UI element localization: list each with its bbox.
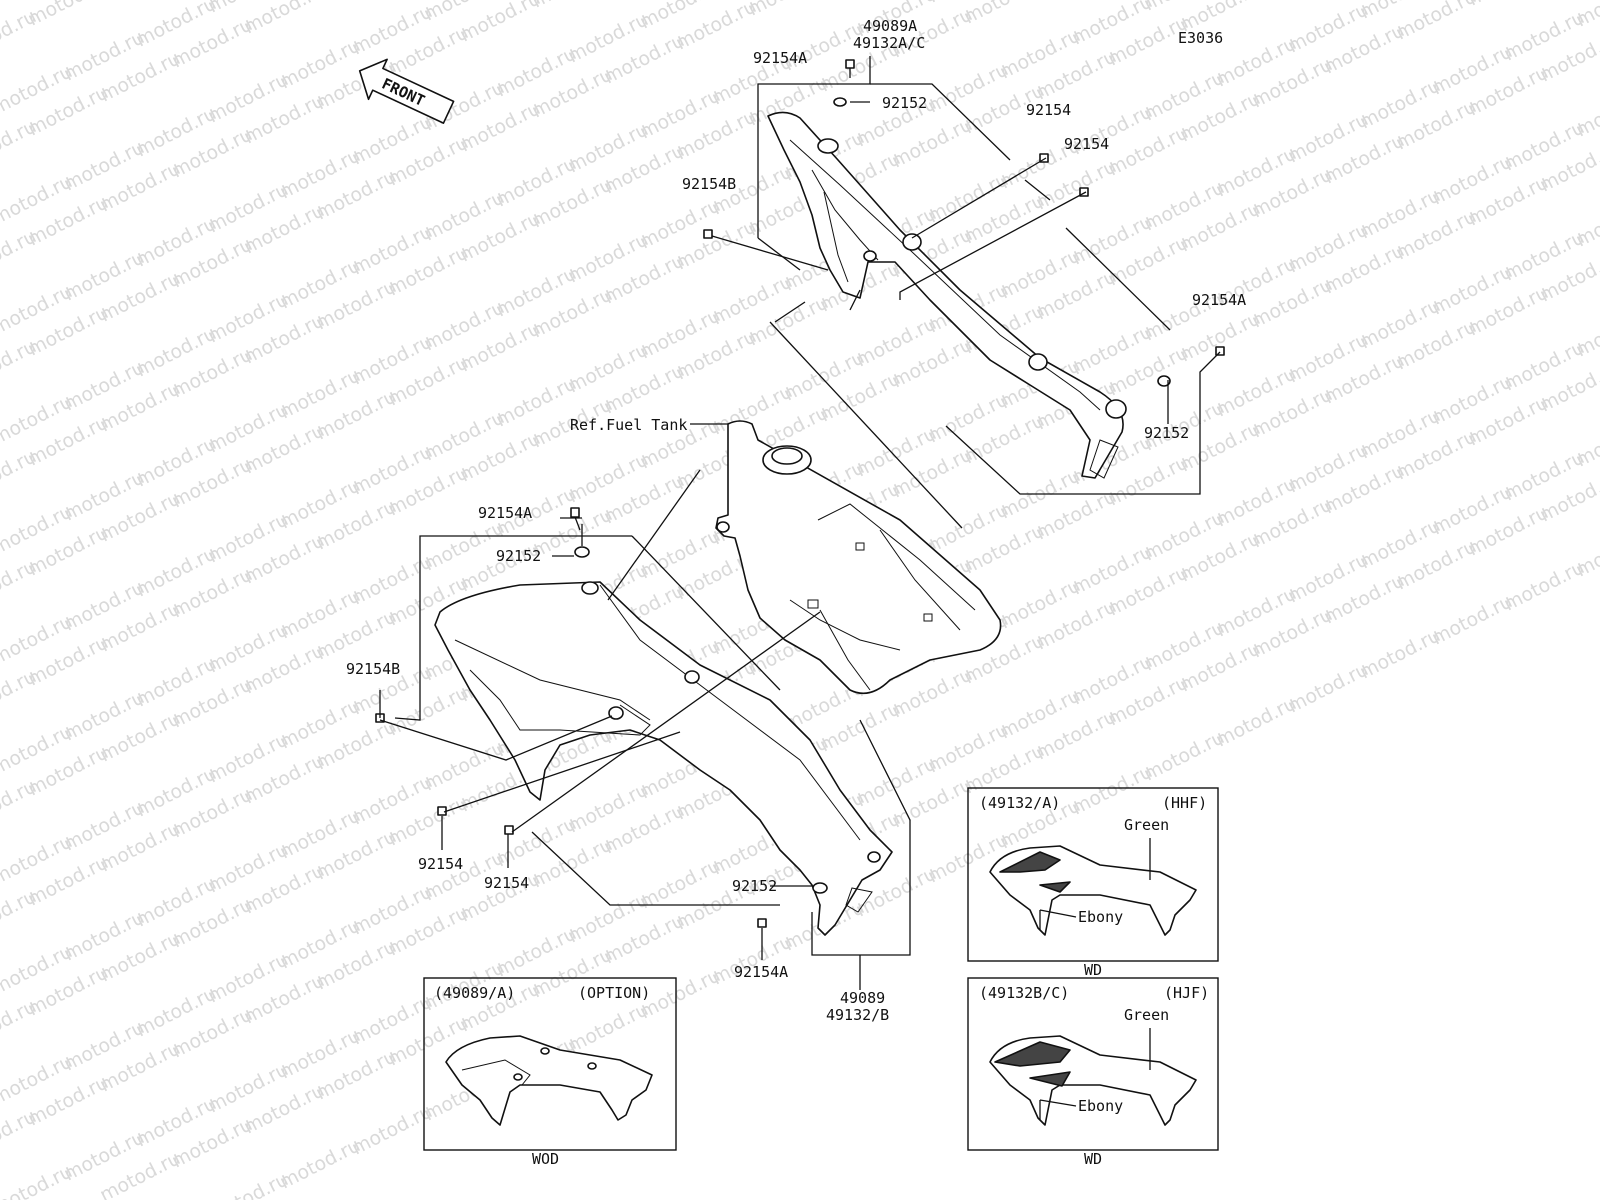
bolt-icon bbox=[504, 825, 514, 835]
watermark-text: motod.ru bbox=[24, 0, 112, 30]
fasteners bbox=[375, 59, 1225, 928]
bolt-icon bbox=[703, 229, 713, 239]
inset-code: (49132/A) bbox=[979, 794, 1060, 812]
inset-variant: (HJF) bbox=[1164, 984, 1209, 1002]
watermark-text: motod.ru bbox=[240, 0, 328, 38]
bolt-icon bbox=[570, 507, 580, 518]
watermark-text: motod.ru bbox=[456, 0, 544, 46]
color-label-green: Green bbox=[1124, 816, 1169, 834]
watermark-text: motod.ru bbox=[1464, 0, 1552, 10]
inset-49132bc: (49132B/C) (HJF) Green Ebony WD bbox=[967, 977, 1219, 1168]
inset-variant: (HHF) bbox=[1162, 794, 1207, 812]
watermark-text: motod.ru bbox=[960, 0, 1048, 28]
inset-model: WOD bbox=[532, 1150, 559, 1168]
inset-49089a: (49089/A) (OPTION) WOD bbox=[423, 977, 677, 1168]
callout-92154b-upper: 92154B bbox=[682, 175, 736, 193]
inset-model: WD bbox=[1084, 961, 1102, 979]
main-shroud-part bbox=[434, 581, 893, 936]
inset-model: WD bbox=[1084, 1150, 1102, 1168]
inset-variant: (OPTION) bbox=[578, 984, 650, 1002]
ref-fuel-tank-label: Ref.Fuel Tank bbox=[570, 416, 687, 434]
leader-lines bbox=[379, 56, 1221, 990]
callout-92154a-top: 92154A bbox=[753, 49, 807, 67]
callout-92154-right1: 92154 bbox=[1026, 101, 1071, 119]
callout-labels: 49089A 49132A/C 92154A 92152 92154 92154… bbox=[346, 17, 1246, 1024]
callout-92154-lower1: 92154 bbox=[418, 855, 463, 873]
inset-code: (49089/A) bbox=[434, 984, 515, 1002]
watermark-text: motod.ru bbox=[1248, 0, 1336, 2]
callout-92154b-lower: 92154B bbox=[346, 660, 400, 678]
watermark-text: motod.ru bbox=[1392, 0, 1480, 44]
callout-49132ac: 49132A/C bbox=[853, 34, 925, 52]
inset-49132a: (49132/A) (HHF) Green Ebony WD bbox=[967, 787, 1219, 979]
watermark-text: motod.ru bbox=[744, 0, 832, 20]
washer-icon bbox=[833, 97, 847, 107]
callout-92154a-lower: 92154A bbox=[734, 963, 788, 981]
color-label-ebony: Ebony bbox=[1078, 1097, 1123, 1115]
callout-92152-mid: 92152 bbox=[496, 547, 541, 565]
bolt-icon bbox=[1215, 346, 1225, 356]
callout-92154-lower2: 92154 bbox=[484, 874, 529, 892]
callout-92154-right2: 92154 bbox=[1064, 135, 1109, 153]
callout-49089: 49089 bbox=[840, 989, 885, 1007]
callout-92154a-far-right: 92154A bbox=[1192, 291, 1246, 309]
color-label-ebony: Ebony bbox=[1078, 908, 1123, 926]
watermark-text: motod.ru bbox=[312, 0, 400, 4]
callout-92152-far-right: 92152 bbox=[1144, 424, 1189, 442]
callout-49132b: 49132/B bbox=[826, 1006, 889, 1024]
watermark-text: motod.ru bbox=[0, 0, 4, 9]
washer-icon bbox=[1157, 375, 1171, 387]
watermark-text: motod.ru bbox=[528, 0, 616, 12]
diagram-code: E3036 bbox=[1178, 29, 1223, 47]
callout-92154a-mid: 92154A bbox=[478, 504, 532, 522]
bolt-icon bbox=[757, 918, 767, 928]
bolt-icon bbox=[845, 59, 855, 69]
inset-code: (49132B/C) bbox=[979, 984, 1069, 1002]
washer-icon bbox=[574, 546, 590, 558]
fuel-tank-part bbox=[715, 420, 1002, 695]
washer-icon bbox=[812, 882, 828, 894]
upper-cover-part bbox=[767, 111, 1127, 479]
callout-92152-top: 92152 bbox=[882, 94, 927, 112]
callout-49089a: 49089A bbox=[863, 17, 917, 35]
callout-92152-lower: 92152 bbox=[732, 877, 777, 895]
bolt-icon bbox=[437, 806, 447, 816]
color-label-green: Green bbox=[1124, 1006, 1169, 1024]
